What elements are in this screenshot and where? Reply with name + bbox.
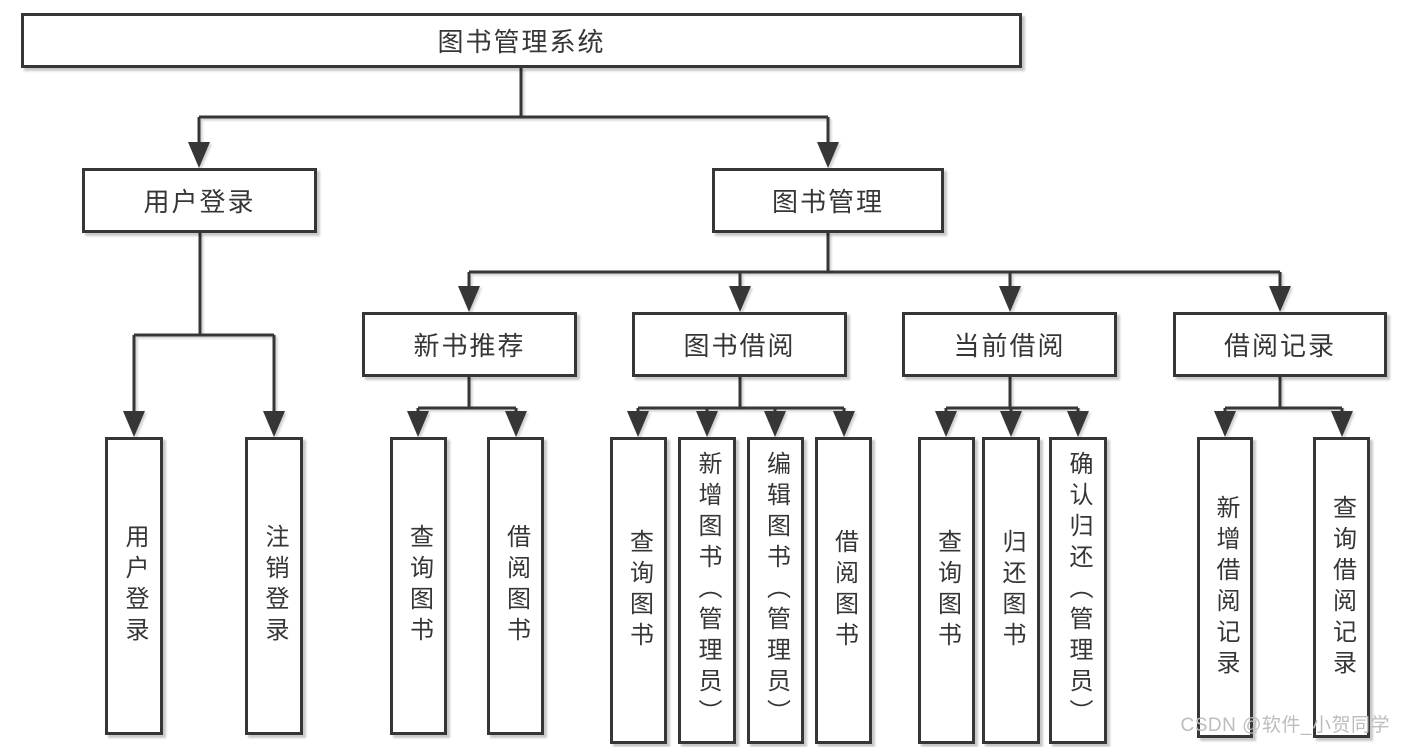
leaf-return-book-node: 归还图书: [982, 437, 1040, 744]
leaf-edit-book-admin-node: 编辑图书（管理员）: [747, 437, 804, 744]
leaf-add-borrow-record-node: 新增借阅记录: [1197, 437, 1253, 738]
leaf-current-query-node: 查询图书: [918, 437, 975, 744]
leaf-current-query-label: 查询图书: [933, 528, 961, 653]
leaf-query-borrow-record-node: 查询借阅记录: [1313, 437, 1370, 738]
leaf-borrow-query-label: 查询图书: [625, 528, 653, 653]
group-current-borrow-node: 当前借阅: [902, 312, 1117, 377]
group-book-borrow-node: 图书借阅: [632, 312, 847, 377]
leaf-newbooks-borrow-label: 借阅图书: [502, 524, 530, 648]
leaf-user-login-label: 用户登录: [121, 524, 148, 648]
leaf-edit-book-admin-label: 编辑图书（管理员）: [762, 451, 790, 730]
csdn-watermark: CSDN @软件_小贺同学: [1180, 715, 1390, 736]
leaf-borrow-book-label: 借阅图书: [830, 528, 858, 653]
leaf-confirm-return-admin-label: 确认归还（管理员）: [1065, 451, 1092, 730]
leaf-logout-label: 注销登录: [261, 524, 288, 648]
root-node: 图书管理系统: [21, 13, 1022, 68]
leaf-logout-node: 注销登录: [245, 437, 303, 735]
leaf-newbooks-query-node: 查询图书: [390, 437, 447, 735]
leaf-return-book-label: 归还图书: [998, 528, 1025, 653]
leaf-newbooks-borrow-node: 借阅图书: [487, 437, 544, 735]
branch-user-login-node: 用户登录: [82, 168, 317, 233]
leaf-borrow-query-node: 查询图书: [610, 437, 667, 744]
leaf-query-borrow-record-label: 查询借阅记录: [1328, 494, 1356, 681]
leaf-add-book-admin-label: 新增图书（管理员）: [694, 451, 721, 730]
leaf-user-login-node: 用户登录: [105, 437, 163, 735]
leaf-add-book-admin-node: 新增图书（管理员）: [678, 437, 736, 744]
leaf-add-borrow-record-label: 新增借阅记录: [1212, 494, 1239, 681]
leaf-borrow-book-node: 借阅图书: [815, 437, 872, 744]
branch-book-management-node: 图书管理: [712, 168, 944, 233]
group-borrow-records-node: 借阅记录: [1173, 312, 1387, 377]
group-new-book-recommend-node: 新书推荐: [362, 312, 577, 377]
leaf-confirm-return-admin-node: 确认归还（管理员）: [1049, 437, 1107, 744]
leaf-newbooks-query-label: 查询图书: [405, 524, 433, 648]
arrowheads: [123, 142, 1353, 437]
